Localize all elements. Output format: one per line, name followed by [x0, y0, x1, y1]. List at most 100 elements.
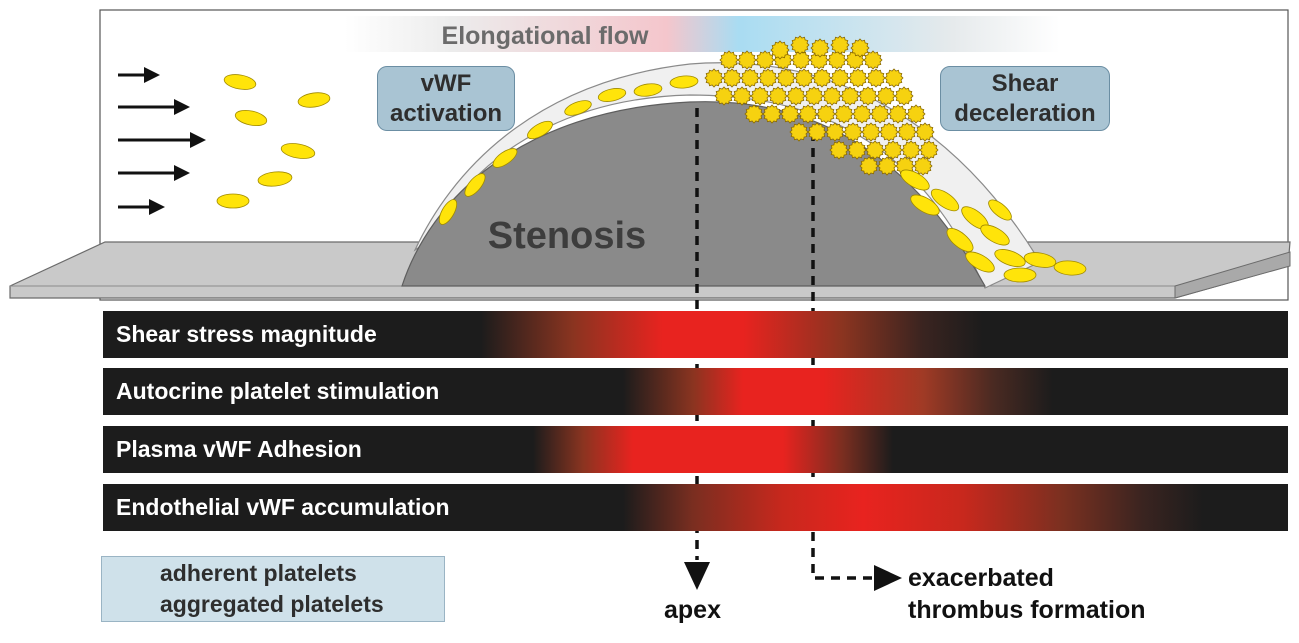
aggregated-platelet [830, 68, 850, 88]
aggregated-platelet [915, 122, 935, 142]
aggregated-platelet [755, 50, 775, 70]
flow-arrow-head [174, 165, 190, 181]
aggregated-platelet [825, 122, 845, 142]
aggregated-platelet [810, 38, 830, 58]
aggregated-platelet [906, 104, 926, 124]
aggregated-platelet [740, 68, 760, 88]
flow-arrow-head [174, 99, 190, 115]
downstream-platelet [900, 169, 930, 191]
thrombus-arrowhead [874, 565, 902, 591]
flow-arrow-head [149, 199, 165, 215]
adherent-platelet [597, 88, 627, 102]
flow-arrow-head [190, 132, 206, 148]
aggregated-platelet [807, 122, 827, 142]
aggregated-platelet [789, 122, 809, 142]
aggregated-platelet [786, 86, 806, 106]
apex-label: apex [664, 596, 721, 624]
downstream-platelet [946, 228, 974, 252]
aggregated-platelet [884, 68, 904, 88]
aggregated-platelet [744, 104, 764, 124]
downstream-platelet [1023, 252, 1057, 268]
thrombus-dashed-line [811, 132, 875, 580]
free-platelet [280, 143, 316, 159]
aggregated-platelet [883, 140, 903, 160]
vwf-activation-box: vWF activation [377, 66, 515, 131]
bar-label-autocrine: Autocrine platelet stimulation [116, 378, 440, 404]
aggregated-platelet [840, 86, 860, 106]
aggregated-platelet [870, 104, 890, 124]
aggregated-platelet [798, 104, 818, 124]
aggregated-platelet [770, 40, 790, 60]
downstream-platelet [988, 199, 1012, 221]
aggregated-platelet [901, 140, 921, 160]
flow-label: Elongational flow [442, 22, 649, 50]
aggregated-platelet [834, 104, 854, 124]
adherent-platelet [669, 75, 699, 89]
shear-deceleration-line2: deceleration [954, 99, 1096, 127]
bar-endothelial-vwf: Endothelial vWF accumulation [103, 484, 1288, 531]
aggregated-platelet [812, 68, 832, 88]
bar-autocrine: Autocrine platelet stimulation [103, 368, 1288, 415]
bar-label-shear-stress: Shear stress magnitude [116, 321, 377, 347]
aggregated-platelet [894, 86, 914, 106]
aggregated-platelet [888, 104, 908, 124]
aggregated-platelet [877, 156, 897, 176]
thrombus-label-line2: thrombus formation [908, 596, 1146, 624]
downstream-platelet [930, 188, 960, 212]
aggregated-platelet [758, 68, 778, 88]
aggregated-platelet [714, 86, 734, 106]
aggregated-platelet [790, 35, 810, 55]
thrombus-label-line1: exacerbated [908, 564, 1054, 592]
vwf-activation-line1: vWF [420, 69, 472, 97]
aggregated-platelet [861, 122, 881, 142]
aggregated-platelet [913, 156, 933, 176]
aggregated-platelet [897, 122, 917, 142]
aggregated-platelet [843, 122, 863, 142]
flow-arrow-head [144, 67, 160, 83]
aggregated-platelet [866, 68, 886, 88]
aggregated-platelet [776, 68, 796, 88]
bar-label-endothelial-vwf: Endothelial vWF accumulation [116, 494, 450, 520]
aggregated-platelet [852, 104, 872, 124]
downstream-platelet [910, 194, 940, 216]
aggregated-platelet [863, 50, 883, 70]
adherent-platelet [492, 148, 518, 168]
bar-label-plasma-vwf: Plasma vWF Adhesion [116, 436, 362, 462]
aggregated-platelet [804, 86, 824, 106]
aggregated-platelet [780, 104, 800, 124]
free-platelet [257, 171, 293, 187]
apex-arrowhead [684, 562, 710, 590]
aggregated-platelet [830, 35, 850, 55]
stenosis-label: Stenosis [488, 215, 646, 257]
aggregated-platelet [732, 86, 752, 106]
aggregated-platelet [750, 86, 770, 106]
adherent-platelet [633, 83, 663, 97]
aggregated-platelet [879, 122, 899, 142]
flow-gradient [345, 16, 1060, 52]
shear-deceleration-line1: Shear [991, 69, 1059, 97]
aggregated-platelet [794, 68, 814, 88]
aggregated-platelet [859, 156, 879, 176]
aggregated-platelet [865, 140, 885, 160]
aggregated-platelet [822, 86, 842, 106]
aggregated-platelet [762, 104, 782, 124]
bar-plasma-vwf: Plasma vWF Adhesion [103, 426, 1288, 473]
free-platelet [223, 74, 257, 90]
aggregated-platelet [704, 68, 724, 88]
aggregated-platelet [791, 50, 811, 70]
vwf-activation-line2: activation [389, 99, 503, 127]
adherent-platelet [527, 120, 553, 140]
vessel-floor-side [1174, 251, 1291, 299]
aggregated-platelet [876, 86, 896, 106]
legend: adherent platelets aggregated platelets [101, 556, 445, 622]
downstream-platelet [994, 249, 1026, 267]
downstream-platelet [1053, 260, 1087, 276]
free-platelet [234, 109, 268, 127]
aggregated-platelet [829, 140, 849, 160]
aggregated-platelet [848, 68, 868, 88]
aggregated-platelet [816, 104, 836, 124]
adherent-platelet [564, 100, 592, 116]
aggregated-platelet [858, 86, 878, 106]
